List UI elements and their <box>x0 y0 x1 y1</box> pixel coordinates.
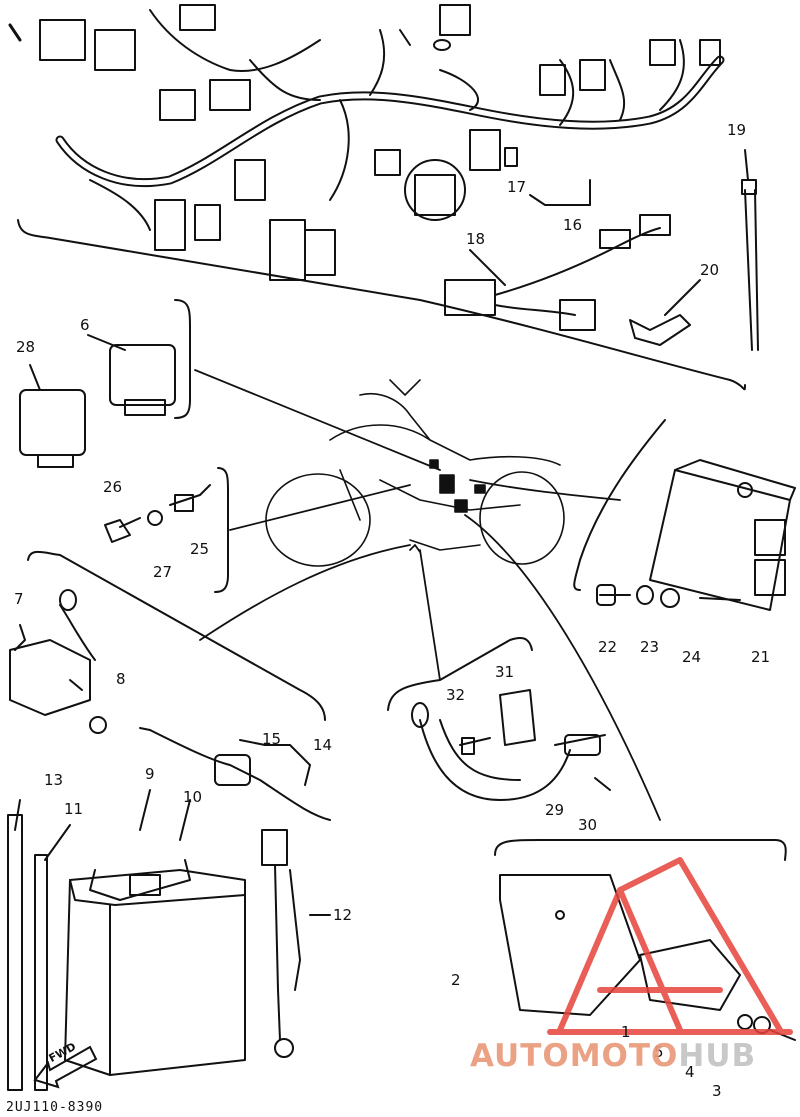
callout-29: 29 <box>545 801 565 819</box>
clamp-20 <box>629 279 701 346</box>
callout-24: 24 <box>682 648 702 666</box>
watermark-logo <box>547 857 793 1035</box>
fuse-lead-12 <box>261 829 331 1058</box>
callout-16: 16 <box>563 216 583 234</box>
callout-28: 28 <box>16 338 36 356</box>
top-section-bracket <box>17 219 746 391</box>
fwd-arrow-icon <box>33 1045 98 1089</box>
callout-9: 9 <box>145 765 155 783</box>
parts-14-15 <box>139 727 331 821</box>
callout-11: 11 <box>64 800 84 818</box>
callout-26: 26 <box>103 478 123 496</box>
parts-25-27 <box>104 467 229 593</box>
bracket-assembly-1-5 <box>494 839 796 1041</box>
callout-18: 18 <box>466 230 486 248</box>
callout-14: 14 <box>313 736 333 754</box>
callout-13: 13 <box>44 771 64 789</box>
drawing-code: 2UJ110-8390 <box>6 1100 104 1115</box>
callout-12: 12 <box>333 906 353 924</box>
battery-9 <box>64 789 246 1076</box>
callout-19: 19 <box>727 121 747 139</box>
callout-20: 20 <box>700 261 720 279</box>
battery-bands-11-13 <box>7 799 71 1091</box>
callout-5: 5 <box>654 1043 664 1061</box>
watermark-brand: AUTOMOTO <box>470 1038 679 1074</box>
watermark-text: AUTOMOTOHUB <box>470 1038 756 1074</box>
callout-23: 23 <box>640 638 660 656</box>
callout-7: 7 <box>14 590 24 608</box>
callout-31: 31 <box>495 663 515 681</box>
cable-tie-19 <box>741 149 759 351</box>
callout-15: 15 <box>262 730 282 748</box>
callout-27: 27 <box>153 563 173 581</box>
watermark-suffix: HUB <box>678 1038 757 1074</box>
callout-2: 2 <box>451 971 461 989</box>
callout-8: 8 <box>116 670 126 688</box>
parts-29-32 <box>387 637 611 801</box>
callout-22: 22 <box>598 638 618 656</box>
motorcycle-outline <box>265 379 565 567</box>
callout-21: 21 <box>751 648 771 666</box>
callout-3: 3 <box>712 1082 722 1100</box>
callout-32: 32 <box>446 686 466 704</box>
wire-harness <box>8 4 725 281</box>
callout-30: 30 <box>578 816 598 834</box>
callout-10: 10 <box>183 788 203 806</box>
relays-6-28 <box>19 299 191 468</box>
sub-harness-18 <box>444 214 671 331</box>
leader-lines <box>194 369 661 821</box>
callout-25: 25 <box>190 540 210 558</box>
callout-17: 17 <box>507 178 527 196</box>
callout-4: 4 <box>685 1063 695 1081</box>
callout-6: 6 <box>80 316 90 334</box>
control-unit-21 <box>573 419 796 611</box>
callout-1: 1 <box>621 1023 631 1041</box>
starter-relay-7 <box>9 550 326 734</box>
